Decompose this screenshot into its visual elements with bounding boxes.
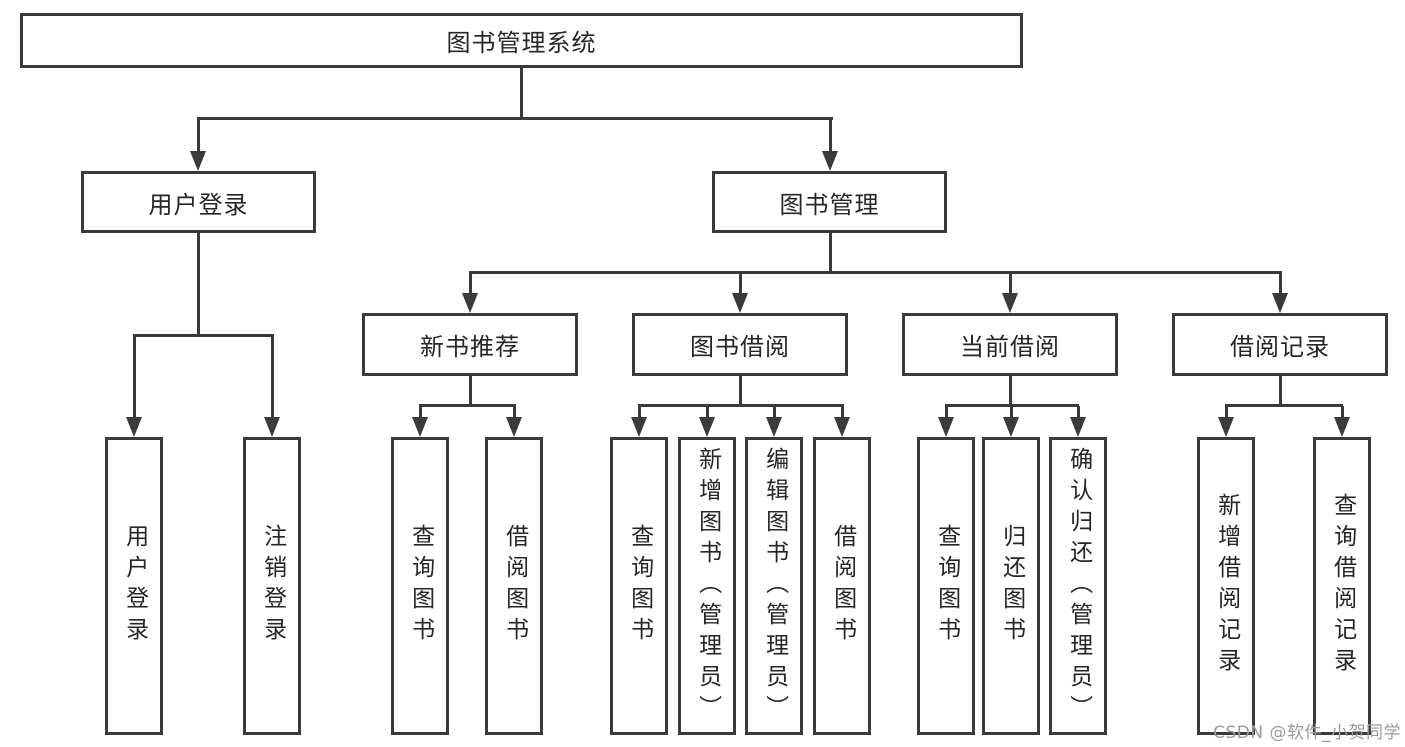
leaf-label: 用户登录 <box>121 524 148 648</box>
arrow-down-icon <box>1272 293 1288 313</box>
node-current-borrowing: 当前借阅 <box>902 313 1118 376</box>
connector-drop <box>1010 406 1013 418</box>
leaf-label: 归还图书 <box>998 524 1025 648</box>
arrow-down-icon <box>822 151 838 171</box>
connector-drop <box>1279 273 1282 294</box>
leaf-label: 借阅图书 <box>501 524 528 648</box>
connector-drop <box>133 336 136 417</box>
connector-user-login-stem <box>197 233 200 335</box>
node-label: 图书管理系统 <box>446 29 597 57</box>
connector-drop <box>197 119 200 152</box>
arrow-down-icon <box>834 417 850 437</box>
connector-level1-branch <box>197 117 833 120</box>
leaf-return-books: 归还图书 <box>982 437 1040 735</box>
leaf-label: 查询图书 <box>407 524 434 648</box>
connector-drop <box>1225 406 1228 418</box>
connector-book-management-stem <box>829 233 832 273</box>
connector-drop <box>739 273 742 294</box>
connector-level2-branch <box>469 271 1282 274</box>
leaf-edit-books-admin: 编辑图书（管理员） <box>745 437 803 735</box>
leaf-add-books-admin: 新增图书（管理员） <box>678 437 736 735</box>
arrow-down-icon <box>1002 293 1018 313</box>
node-label: 图书借阅 <box>690 333 790 361</box>
leaf-query-books-borrowing: 查询图书 <box>610 437 668 735</box>
connector-drop <box>638 406 641 418</box>
leaf-confirm-return-admin: 确认归还（管理员） <box>1049 437 1107 735</box>
arrow-down-icon <box>1334 417 1350 437</box>
arrow-down-icon <box>938 417 954 437</box>
connector-recommendation-stem <box>469 376 472 406</box>
arrow-down-icon <box>264 417 280 437</box>
connector-borrowing-branch <box>638 404 844 407</box>
connector-user-login-branch <box>133 334 274 337</box>
leaf-logout-login: 注销登录 <box>243 437 301 735</box>
connector-drop <box>1077 406 1080 418</box>
leaf-query-books-current: 查询图书 <box>917 437 975 735</box>
arrow-down-icon <box>126 417 142 437</box>
node-label: 新书推荐 <box>420 333 520 361</box>
connector-drop <box>513 406 516 418</box>
arrow-down-icon <box>1218 417 1234 437</box>
leaf-label: 查询图书 <box>626 524 653 648</box>
leaf-label: 确认归还（管理员） <box>1065 446 1092 726</box>
arrow-down-icon <box>190 151 206 171</box>
leaf-label: 新增借阅记录 <box>1213 493 1240 679</box>
leaf-label: 借阅图书 <box>829 524 856 648</box>
connector-drop <box>706 406 709 418</box>
arrow-down-icon <box>506 417 522 437</box>
leaf-user-login: 用户登录 <box>105 437 163 735</box>
arrow-down-icon <box>462 293 478 313</box>
connector-borrowing-stem <box>739 376 742 406</box>
node-label: 借阅记录 <box>1230 333 1330 361</box>
connector-records-branch <box>1225 404 1343 407</box>
connector-current-stem <box>1009 376 1012 406</box>
node-new-book-recommendation: 新书推荐 <box>362 313 578 376</box>
leaf-query-books-recommend: 查询图书 <box>391 437 449 735</box>
node-book-borrowing: 图书借阅 <box>632 313 848 376</box>
connector-drop <box>469 273 472 294</box>
node-book-management: 图书管理 <box>712 171 947 233</box>
arrow-down-icon <box>766 417 782 437</box>
leaf-borrow-books: 借阅图书 <box>813 437 871 735</box>
arrow-down-icon <box>732 293 748 313</box>
leaf-label: 新增图书（管理员） <box>694 446 721 726</box>
arrow-down-icon <box>1070 417 1086 437</box>
leaf-query-borrow-record: 查询借阅记录 <box>1313 437 1371 735</box>
leaf-label: 注销登录 <box>259 524 286 648</box>
watermark: CSDN @软件_小贺同学 <box>1213 723 1401 743</box>
leaf-label: 编辑图书（管理员） <box>761 446 788 726</box>
connector-recommendation-branch <box>419 404 516 407</box>
connector-current-branch <box>945 404 1079 407</box>
node-label: 图书管理 <box>779 190 880 219</box>
node-label: 当前借阅 <box>960 333 1060 361</box>
arrow-down-icon <box>412 417 428 437</box>
connector-records-stem <box>1279 376 1282 406</box>
node-label: 用户登录 <box>148 190 249 219</box>
connector-drop <box>271 336 274 417</box>
leaf-add-borrow-record: 新增借阅记录 <box>1197 437 1255 735</box>
leaf-label: 查询借阅记录 <box>1329 493 1356 679</box>
node-library-management-system: 图书管理系统 <box>20 13 1023 68</box>
connector-drop <box>841 406 844 418</box>
connector-drop <box>945 406 948 418</box>
connector-drop <box>1009 273 1012 294</box>
connector-drop <box>419 406 422 418</box>
node-user-login: 用户登录 <box>81 171 316 233</box>
connector-drop <box>829 119 832 152</box>
arrow-down-icon <box>631 417 647 437</box>
connector-root-stem <box>520 68 523 118</box>
leaf-borrow-books-recommend: 借阅图书 <box>485 437 543 735</box>
arrow-down-icon <box>1003 417 1019 437</box>
connector-drop <box>773 406 776 418</box>
arrow-down-icon <box>699 417 715 437</box>
leaf-label: 查询图书 <box>933 524 960 648</box>
connector-drop <box>1341 406 1344 418</box>
node-borrowing-records: 借阅记录 <box>1172 313 1388 376</box>
